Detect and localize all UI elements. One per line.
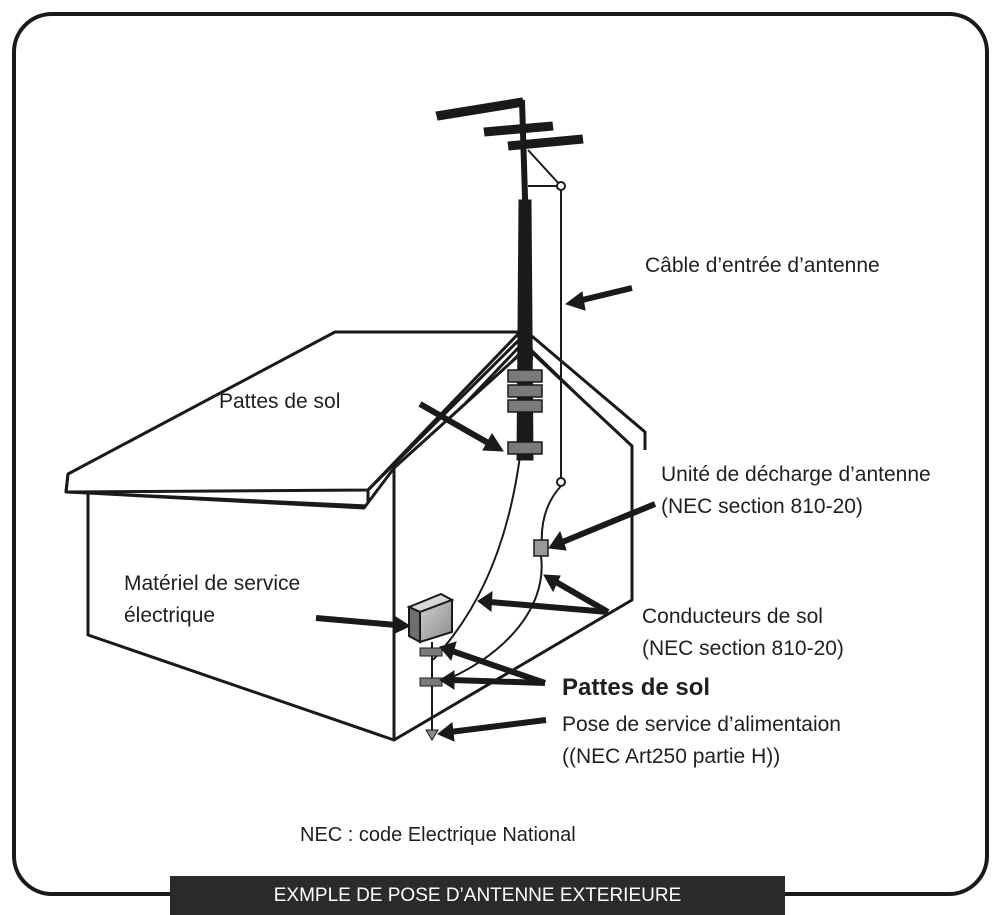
- title-banner: EXMPLE DE POSE D’ANTENNE EXTERIEURE: [170, 876, 785, 915]
- label-antenna-discharge-unit: Unité de décharge d’antenne (NEC section…: [661, 459, 931, 523]
- label-ground-clamps-bold: Pattes de sol: [562, 674, 711, 701]
- label-ground-conductors: Conducteurs de sol (NEC section 810-20): [642, 601, 844, 665]
- house-roof-gable: [366, 330, 647, 492]
- label-ground-clamps-top: Pattes de sol: [219, 390, 341, 413]
- label-electric-service-equipment-line1: Matériel de service: [124, 572, 301, 595]
- antenna-element-2: [483, 121, 554, 137]
- label-antenna-discharge-unit-line1: Unité de décharge d’antenne: [661, 463, 931, 486]
- electrical-service-box: [406, 592, 455, 644]
- label-electric-service-equipment-line2: électrique: [124, 604, 216, 627]
- pointer-arrows: [315, 285, 657, 742]
- label-power-service-grounding-line1: Pose de service d’alimentaion: [562, 713, 841, 736]
- mast-ground-clamps: [507, 369, 543, 455]
- footnote-nec-definition: NEC : code Electrique National: [300, 824, 576, 846]
- label-power-service-grounding-line2: ((NEC Art250 partie H)): [562, 745, 781, 768]
- antenna-mast: [516, 199, 534, 461]
- label-electric-service-equipment: Matériel de service électrique: [124, 568, 300, 632]
- ground-conductors: [432, 455, 543, 685]
- label-ground-conductors-line1: Conducteurs de sol: [642, 605, 823, 628]
- house-illustration: [64, 330, 647, 742]
- antenna-element-3: [507, 134, 584, 151]
- label-power-service-grounding: Pose de service d’alimentaion ((NEC Art2…: [562, 709, 841, 773]
- power-service-ground: [419, 642, 443, 741]
- label-antenna-lead-in-cable: Câble d’entrée d’antenne: [645, 254, 880, 277]
- antenna-element-1: [435, 97, 525, 121]
- label-antenna-discharge-unit-line2: (NEC section 810-20): [661, 495, 863, 518]
- label-ground-conductors-line2: (NEC section 810-20): [642, 637, 844, 660]
- antenna-discharge-unit: [533, 539, 549, 557]
